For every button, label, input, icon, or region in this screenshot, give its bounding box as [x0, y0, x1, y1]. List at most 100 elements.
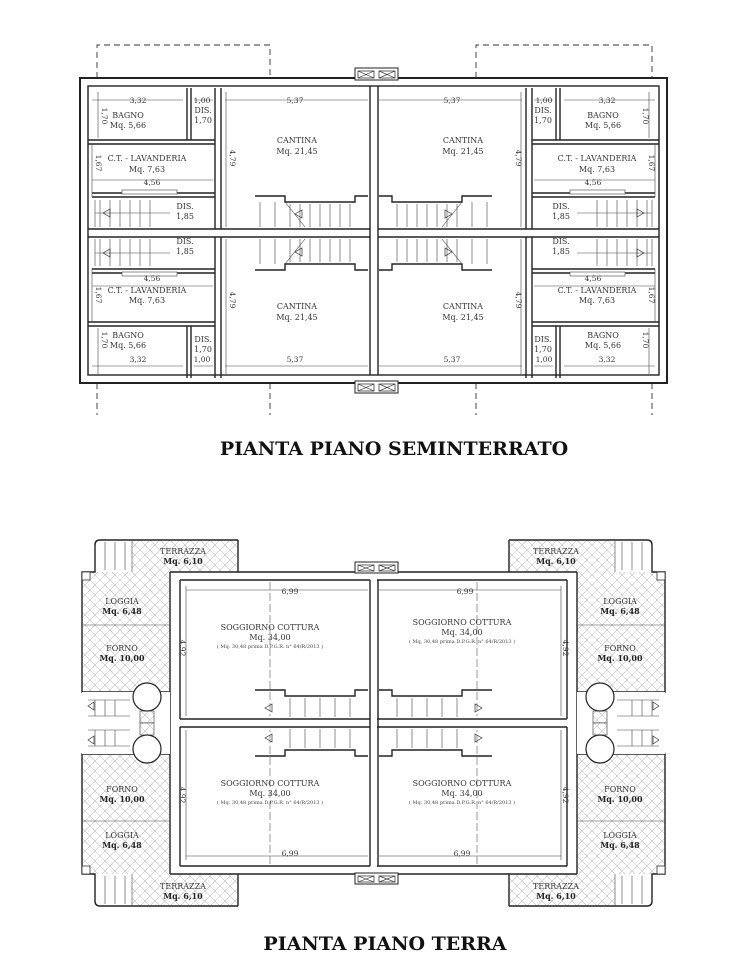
dim: 4,92	[178, 787, 187, 804]
room-bagno-area: Mq. 5,66	[585, 121, 621, 130]
dim: 5,37	[444, 355, 461, 364]
room-loggia-area: Mq. 6,48	[102, 606, 142, 616]
room-forno-area: Mq. 10,00	[597, 653, 643, 663]
room-dis: DIS.	[194, 106, 211, 115]
room-cantina: CANTINA	[443, 302, 483, 311]
dim: 4,56	[144, 178, 161, 187]
room-dis: DIS.	[194, 335, 211, 344]
window-top	[354, 561, 399, 574]
room-terrazza-area: Mq. 6,10	[536, 556, 576, 566]
dim: 4,79	[228, 292, 237, 309]
dim: 1,70	[100, 108, 109, 125]
dim: 5,37	[287, 355, 304, 364]
room-dis-area: 1,85	[552, 247, 570, 256]
basement-labels: BAGNO Mq. 5,66 DIS. 1,70 CANTINA Mq. 21,…	[94, 96, 656, 364]
room-dis-area: 1,70	[194, 116, 212, 125]
ground-title: PIANTA PIANO TERRA	[263, 933, 506, 955]
dim: 4,92	[561, 640, 570, 657]
room-dis-area: 1,85	[176, 247, 194, 256]
room-soggiorno-note: ( Mq. 30,48 prima D.P.G.R. n° 64/R/2013 …	[409, 799, 515, 806]
ground-labels: TERRAZZA Mq. 6,10 LOGGIA Mq. 6,48 FORNO …	[99, 547, 643, 901]
dim: 1,00	[194, 96, 211, 105]
room-soggiorno-note: ( Mq. 30,48 prima D.P.G.R. n° 64/R/2013 …	[409, 638, 515, 645]
room-terrazza-area: Mq. 6,10	[163, 556, 203, 566]
room-terrazza: TERRAZZA	[533, 882, 579, 891]
room-loggia-area: Mq. 6,48	[600, 606, 640, 616]
room-ct: C.T. - LAVANDERIA	[558, 286, 637, 295]
room-soggiorno: SOGGIORNO COTTURA	[413, 779, 512, 788]
room-loggia: LOGGIA	[603, 831, 637, 840]
room-bagno-area: Mq. 5,66	[110, 121, 146, 130]
room-soggiorno: SOGGIORNO COTTURA	[221, 623, 320, 632]
dim: 6,99	[282, 849, 299, 858]
window-bottom	[354, 380, 399, 394]
room-soggiorno-note: ( Mq. 30,48 prima D.P.G.R. n° 64/R/2013 …	[217, 799, 323, 806]
room-bagno-area: Mq. 5,66	[110, 341, 146, 350]
dim: 1,00	[536, 96, 553, 105]
window-bottom	[354, 872, 399, 885]
dim: 1,67	[94, 287, 103, 304]
dim: 6,99	[454, 849, 471, 858]
room-forno-area: Mq. 10,00	[99, 794, 145, 804]
room-terrazza: TERRAZZA	[160, 547, 206, 556]
dim: 1,67	[647, 155, 656, 172]
room-cantina-area: Mq. 21,45	[442, 147, 483, 156]
room-cantina-area: Mq. 21,45	[442, 313, 483, 322]
room-ct: C.T. - LAVANDERIA	[108, 154, 187, 163]
room-ct-area: Mq. 7,63	[579, 165, 615, 174]
room-loggia-area: Mq. 6,48	[102, 840, 142, 850]
room-dis-area: 1,85	[552, 212, 570, 221]
ground-plan	[81, 539, 666, 907]
dim: 1,70	[641, 108, 650, 125]
dim: 4,92	[178, 640, 187, 657]
room-bagno-area: Mq. 5,66	[585, 341, 621, 350]
dim: 4,79	[228, 150, 237, 167]
room-bagno: BAGNO	[587, 111, 619, 120]
room-ct-area: Mq. 7,63	[129, 165, 165, 174]
dim: 3,32	[130, 355, 147, 364]
dim: 4,79	[514, 150, 523, 167]
room-ct: C.T. - LAVANDERIA	[108, 286, 187, 295]
basement-plan	[79, 44, 668, 415]
room-terrazza: TERRAZZA	[160, 882, 206, 891]
room-loggia: LOGGIA	[105, 831, 139, 840]
room-soggiorno-area: Mq. 34,00	[249, 789, 290, 798]
dim: 4,56	[144, 274, 161, 283]
dim: 1,67	[94, 155, 103, 172]
dim: 1,00	[194, 355, 211, 364]
dim: 4,56	[585, 274, 602, 283]
room-cantina: CANTINA	[277, 302, 317, 311]
room-dis: DIS.	[552, 202, 569, 211]
room-dis-area: 1,70	[194, 345, 212, 354]
room-soggiorno-note: ( Mq. 30,48 prima D.P.G.R. n° 64/R/2013 …	[217, 643, 323, 650]
room-forno: FORNO	[106, 785, 138, 794]
room-loggia-area: Mq. 6,48	[600, 840, 640, 850]
dim: 3,32	[599, 355, 616, 364]
dim: 4,56	[585, 178, 602, 187]
room-dis: DIS.	[552, 237, 569, 246]
room-ct-area: Mq. 7,63	[129, 296, 165, 305]
dim: 1,70	[641, 332, 650, 349]
dim: 1,00	[536, 355, 553, 364]
room-terrazza-area: Mq. 6,10	[163, 891, 203, 901]
dim: 5,37	[444, 96, 461, 105]
room-terrazza-area: Mq. 6,10	[536, 891, 576, 901]
room-forno: FORNO	[106, 644, 138, 653]
room-ct-area: Mq. 7,63	[579, 296, 615, 305]
room-soggiorno: SOGGIORNO COTTURA	[413, 618, 512, 627]
window-top	[354, 67, 399, 81]
room-dis: DIS.	[176, 202, 193, 211]
room-bagno: BAGNO	[587, 331, 619, 340]
room-dis-area: 1,85	[176, 212, 194, 221]
room-cantina: CANTINA	[443, 136, 483, 145]
dim: 6,99	[457, 587, 474, 596]
room-dis-area: 1,70	[534, 345, 552, 354]
dim: 1,70	[100, 332, 109, 349]
room-forno: FORNO	[604, 785, 636, 794]
room-bagno: BAGNO	[112, 331, 144, 340]
room-forno: FORNO	[604, 644, 636, 653]
room-soggiorno: SOGGIORNO COTTURA	[221, 779, 320, 788]
dim: 6,99	[282, 587, 299, 596]
dim: 1,67	[647, 287, 656, 304]
